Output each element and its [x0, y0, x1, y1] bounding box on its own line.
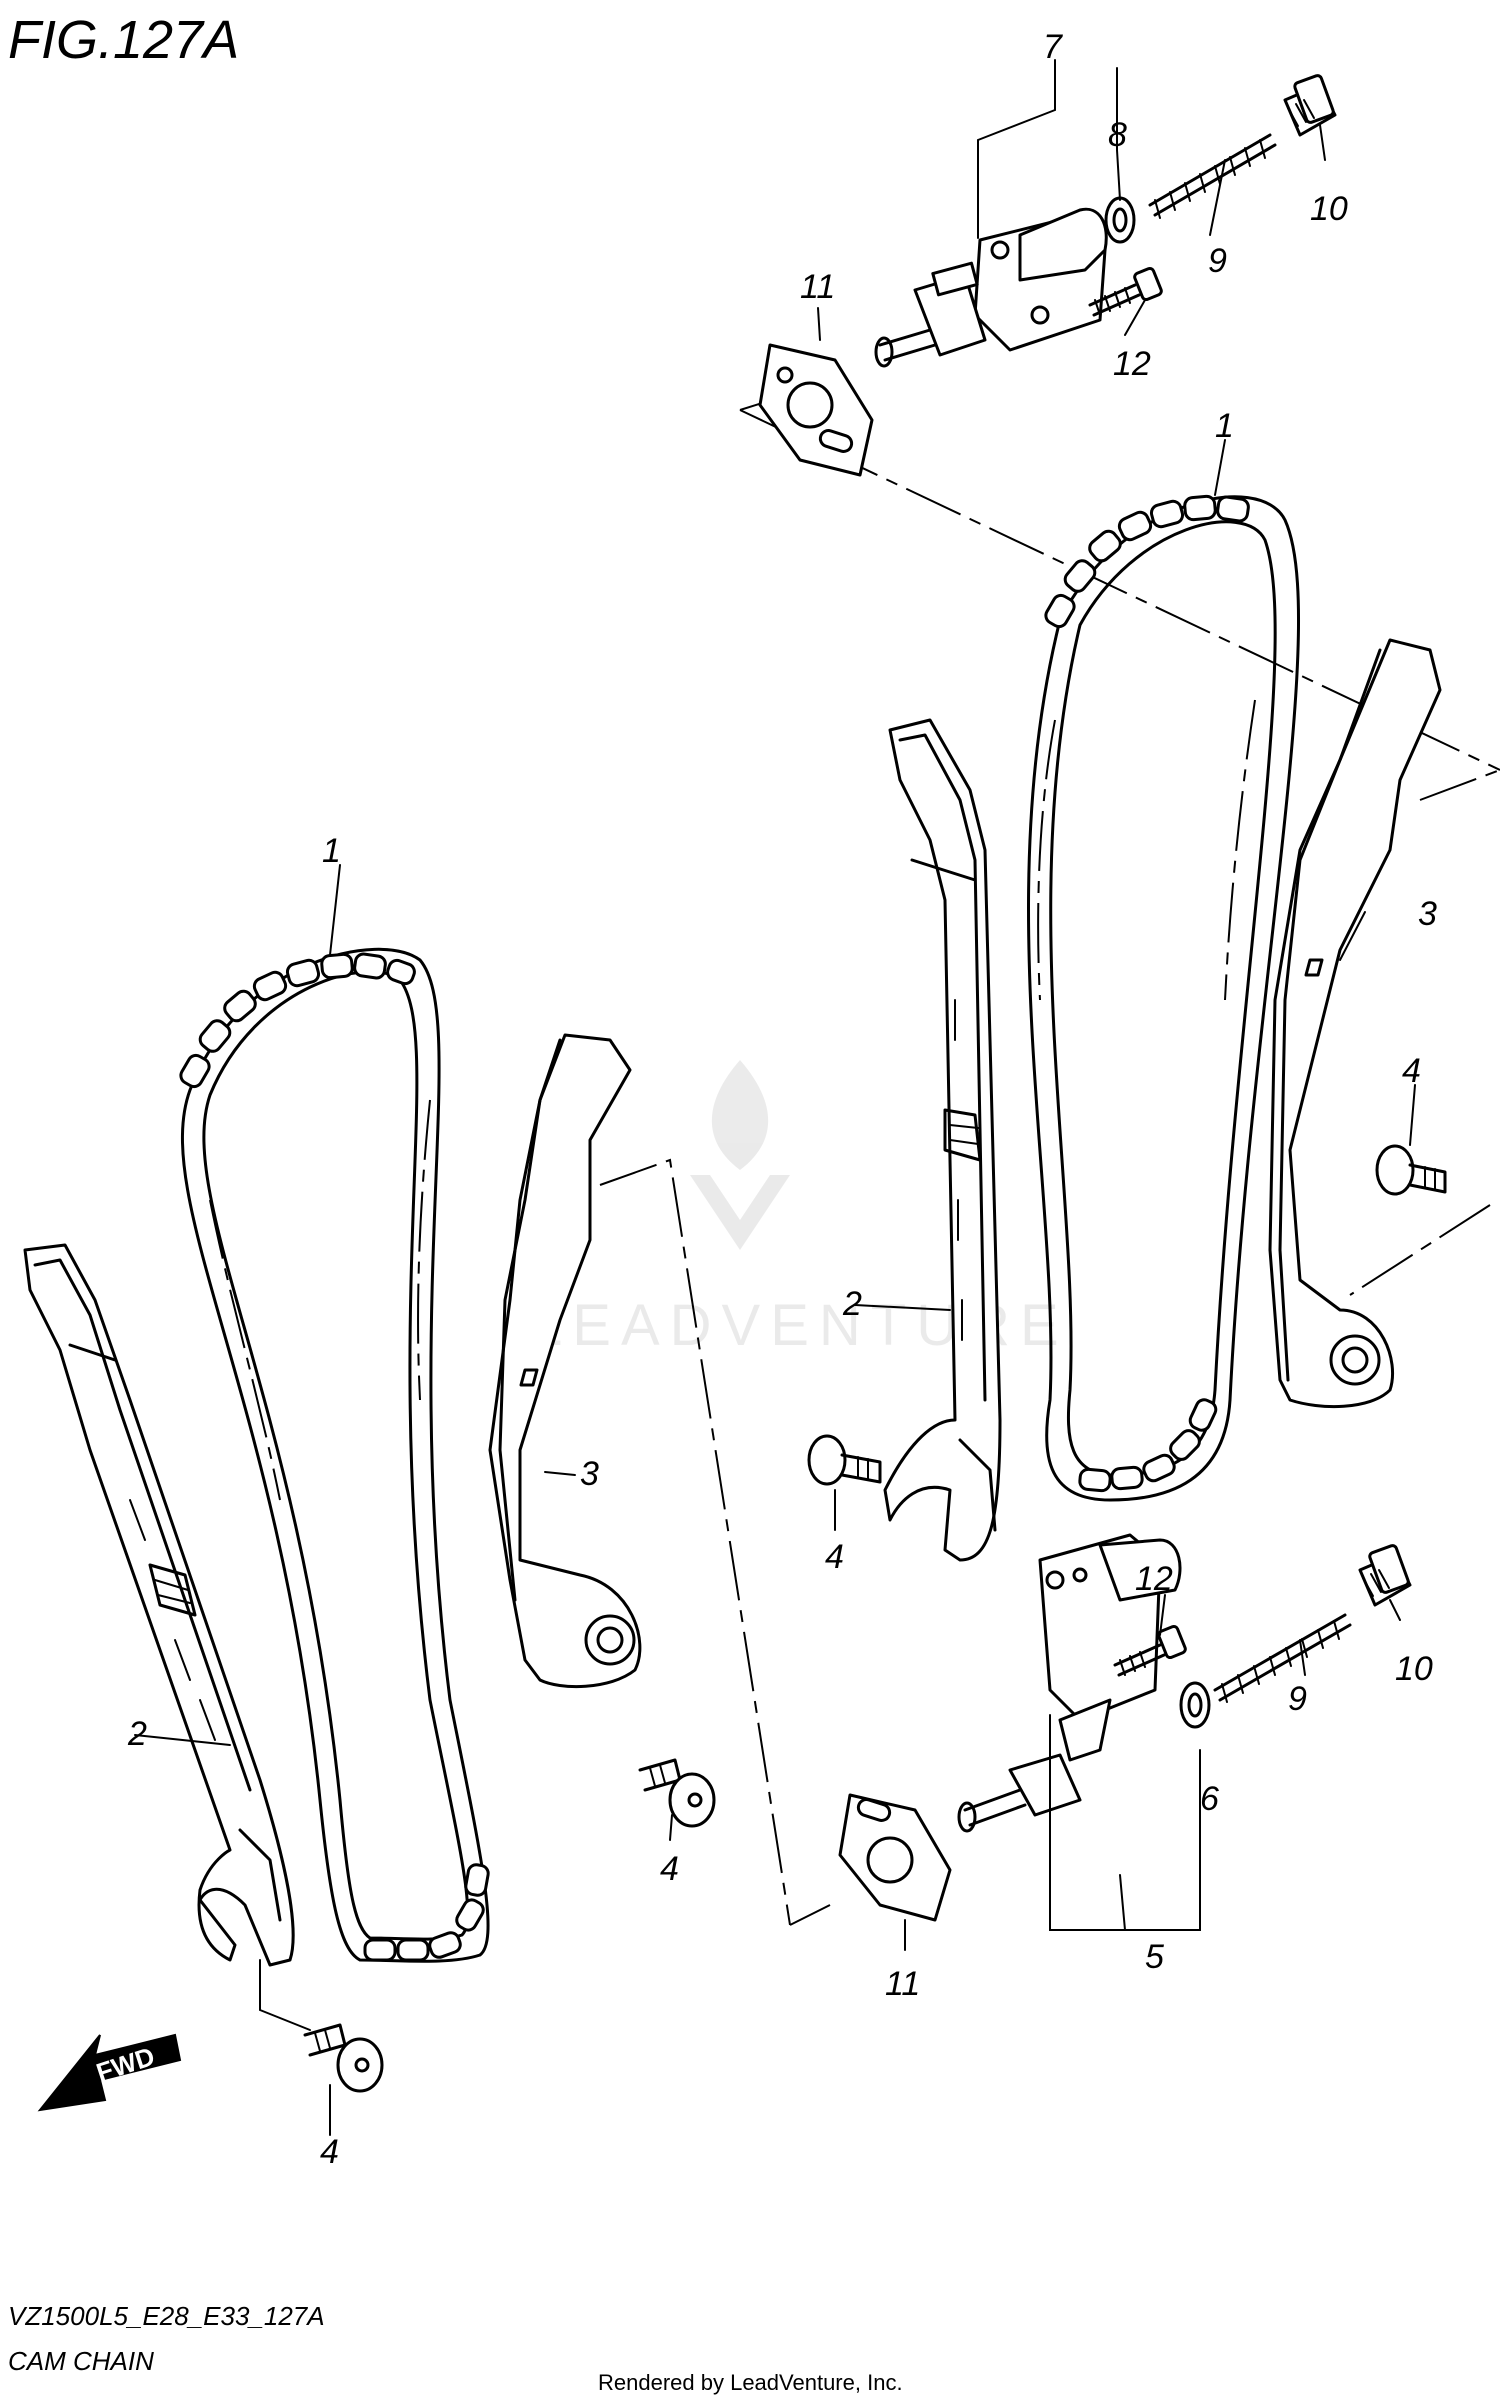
- callout-4-right-lower: 4: [825, 1538, 844, 1576]
- callout-4-left-upper: 4: [660, 1850, 679, 1888]
- guide-bolt-right-upper: [1375, 1144, 1447, 1196]
- callout-9-top: 9: [1208, 242, 1227, 280]
- callout-2-left: 2: [127, 1715, 147, 1753]
- model-code: VZ1500L5_E28_E33_127A: [8, 2301, 325, 2331]
- tensioner-washer-top: [1104, 196, 1136, 244]
- tensioner-assembly-bottom: [838, 1533, 1412, 1922]
- cam-chain-left: [179, 947, 490, 1963]
- callout-12-top: 12: [1113, 345, 1151, 383]
- callout-2-right: 2: [842, 1285, 862, 1323]
- callout-10-bottom: 10: [1395, 1650, 1433, 1688]
- forward-label: FWD: [93, 2041, 159, 2088]
- chain-guide-left: [23, 1243, 295, 1967]
- tensioner-body-bottom: [957, 1533, 1182, 1833]
- callout-3-right: 3: [1418, 895, 1437, 933]
- callout-1-right: 1: [1215, 407, 1234, 445]
- tensioner-washer-bottom: [1179, 1681, 1211, 1729]
- callout-1-left: 1: [322, 832, 341, 870]
- callout-4-right-upper: 4: [1402, 1052, 1421, 1090]
- cam-chain-right: [1027, 494, 1300, 1502]
- render-credit: Rendered by LeadVenture, Inc.: [598, 2370, 903, 2395]
- callout-12-bottom: 12: [1135, 1560, 1173, 1598]
- chain-links-top-left: [179, 952, 416, 1089]
- tensioner-cap-bolt-top: [1283, 74, 1337, 137]
- tensioner-body-top: [874, 207, 1108, 368]
- tensioner-spring-bottom: [1213, 1613, 1352, 1703]
- tensioner-assembly-top: [758, 74, 1337, 477]
- guide-bolt-left-lower: [303, 2023, 384, 2093]
- callout-9-bottom: 9: [1288, 1680, 1307, 1718]
- tensioner-gasket-top: [758, 343, 874, 477]
- chain-guide-right: [883, 718, 1002, 1562]
- watermark-logo: [690, 1060, 790, 1250]
- chain-guide-fixed-left: [488, 1033, 642, 1688]
- callout-5: 5: [1145, 1938, 1164, 1976]
- callout-6: 6: [1200, 1780, 1219, 1818]
- tensioner-gasket-bottom: [838, 1793, 952, 1922]
- callout-7: 7: [1043, 28, 1063, 66]
- callout-8: 8: [1108, 116, 1127, 154]
- chain-links-top-right: [1044, 494, 1250, 629]
- leader-lines: [134, 59, 1416, 2136]
- tensioner-mount-bolt-top: [1088, 266, 1163, 317]
- callout-4-left-lower: 4: [320, 2133, 339, 2171]
- figure-caption: CAM CHAIN: [8, 2346, 154, 2376]
- guide-bolt-right-lower: [807, 1434, 882, 1486]
- tensioner-cap-bolt-bottom: [1358, 1544, 1412, 1607]
- figure-title: FIG.127A: [8, 10, 239, 70]
- callout-11-bottom: 11: [885, 1965, 920, 2003]
- callout-10-top: 10: [1310, 190, 1348, 228]
- callout-3-left: 3: [580, 1455, 599, 1493]
- forward-direction-arrow: FWD: [37, 2033, 182, 2112]
- tensioner-spring-top: [1148, 133, 1277, 219]
- chain-links-bottom-right: [1078, 1398, 1218, 1493]
- callout-labels: 1 1 2 2 3 3 4 4 4 4 5 6 7 8 9 9 10 10 11…: [127, 28, 1437, 2171]
- tensioner-mount-bolt-bottom: [1113, 1624, 1187, 1677]
- guide-bolt-left-upper: [638, 1758, 716, 1828]
- chain-links-bottom-left: [363, 1863, 490, 1962]
- chain-guide-fixed-right: [1268, 638, 1442, 1408]
- callout-11-top: 11: [800, 268, 835, 306]
